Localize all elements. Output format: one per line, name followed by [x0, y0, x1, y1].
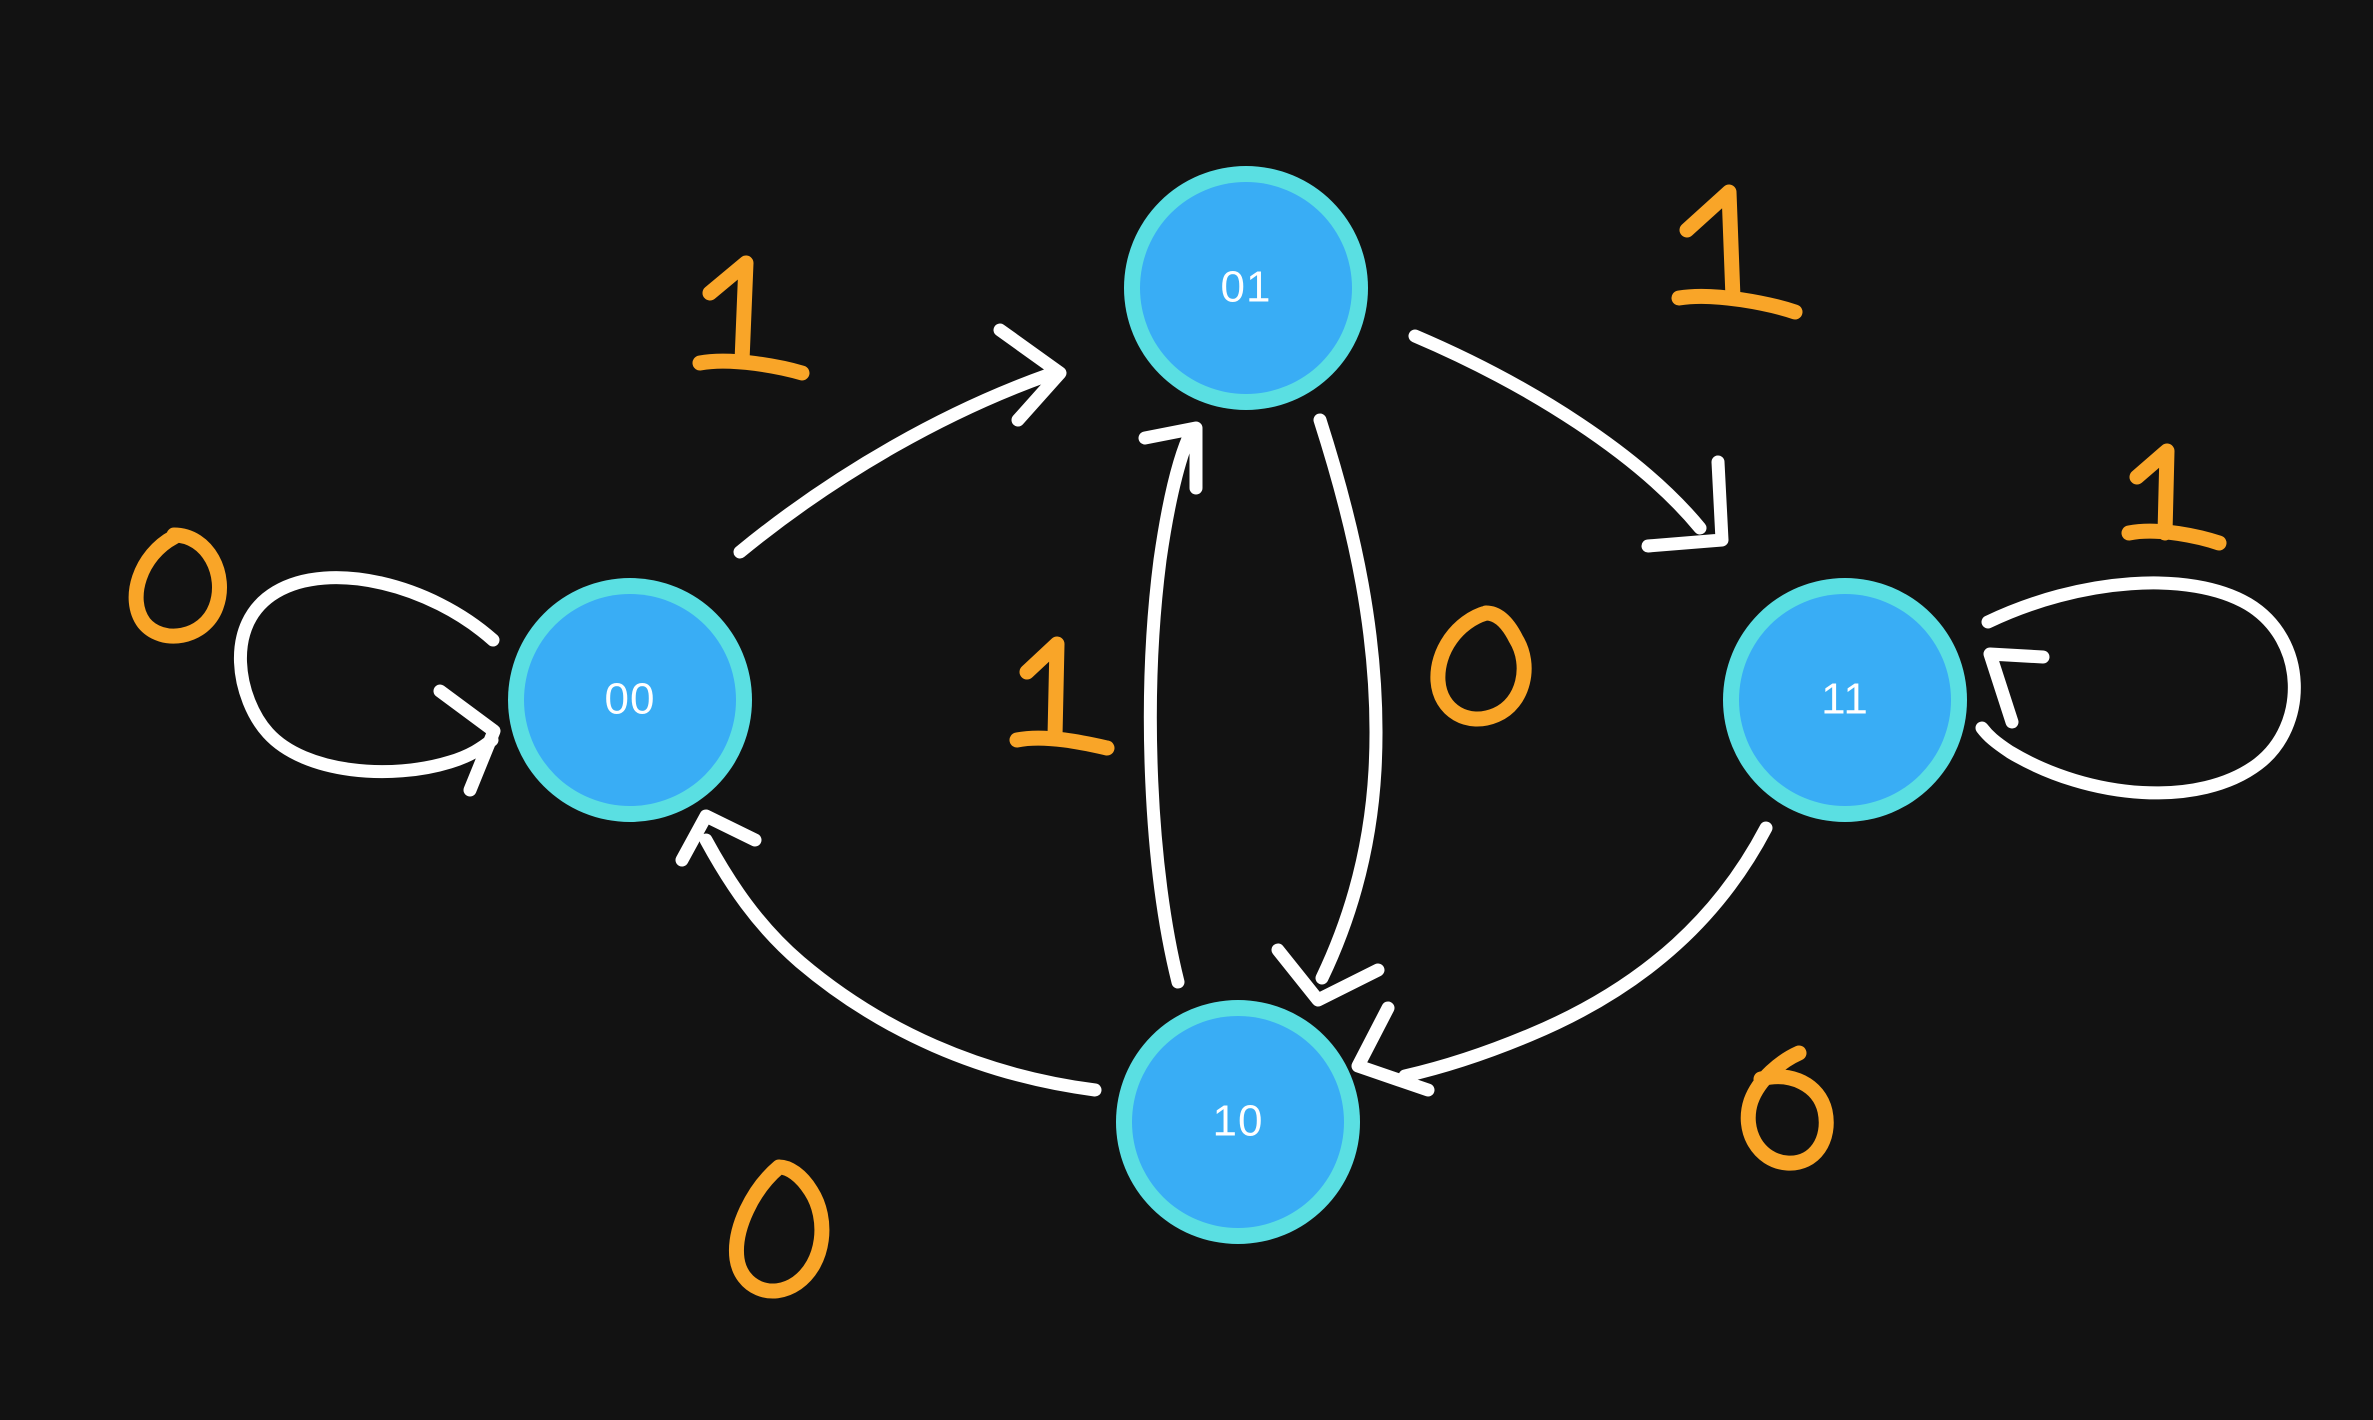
- edge-11-to-11[interactable]: [1975, 576, 2301, 800]
- node-label-00: 00: [605, 675, 656, 724]
- edge-path-11-10: [1398, 821, 1773, 1083]
- arrowhead-00-01: [993, 323, 1067, 427]
- node-circle-00: [524, 594, 736, 806]
- node-01[interactable]: 01: [1124, 166, 1368, 410]
- glyph-one-stem: [1679, 184, 1741, 306]
- glyph-zero: [729, 1159, 830, 1299]
- edge-path-00-01: [733, 368, 1055, 559]
- glyph-zero: [128, 527, 227, 644]
- arrowhead-01-11: [1641, 455, 1729, 553]
- edge-00-to-00[interactable]: [234, 571, 501, 797]
- arrowhead-11-10: [1351, 1001, 1435, 1097]
- edge-path-01-10: [1313, 413, 1383, 985]
- node-10[interactable]: 10: [1116, 1000, 1360, 1244]
- edge-label-11-10: [1740, 1045, 1834, 1171]
- edge-01-to-10[interactable]: [1271, 413, 1385, 1007]
- edge-path-01-11: [1408, 329, 1707, 535]
- arrowhead-00-loop: [433, 684, 501, 797]
- edge-10-to-00[interactable]: [675, 809, 1102, 1097]
- edge-01-to-11[interactable]: [1408, 329, 1729, 553]
- edge-path-10-01: [1143, 423, 1199, 989]
- edge-11-to-10[interactable]: [1351, 821, 1773, 1097]
- edge-label-10-01: [1009, 636, 1115, 756]
- glyph-one-stem: [1019, 636, 1065, 744]
- edge-10-to-01[interactable]: [1138, 421, 1203, 989]
- node-00[interactable]: 00: [508, 578, 752, 822]
- glyph-one-base: [1009, 730, 1115, 756]
- edge-label-loop-11: [2121, 443, 2227, 551]
- node-11[interactable]: 11: [1723, 578, 1967, 822]
- edge-label-10-00: [729, 1159, 830, 1299]
- glyph-one-stem: [2129, 443, 2175, 541]
- node-circle-11: [1739, 594, 1951, 806]
- arrowhead-01-10: [1271, 943, 1385, 1007]
- self-loop-path-00: [234, 571, 500, 779]
- node-label-10: 10: [1213, 1097, 1264, 1146]
- glyph-zero-tail: [1740, 1045, 1834, 1171]
- arrowhead-10-01: [1138, 421, 1203, 495]
- glyph-one-stem: [702, 255, 754, 369]
- node-circle-10: [1132, 1016, 1344, 1228]
- glyph-zero: [1430, 605, 1532, 727]
- glyph-one-base: [2121, 523, 2227, 551]
- edge-path-10-00: [699, 833, 1102, 1097]
- edge-label-00-01: [692, 255, 810, 381]
- node-circle-01: [1140, 182, 1352, 394]
- arrowhead-11-loop: [1983, 647, 2050, 729]
- edge-00-to-01[interactable]: [733, 323, 1067, 559]
- arrowhead-10-00: [675, 809, 762, 867]
- edge-label-01-10: [1430, 605, 1532, 727]
- self-loop-path-11: [1975, 576, 2301, 800]
- node-label-11: 11: [1821, 675, 1869, 724]
- edge-label-01-11: [1671, 184, 1803, 320]
- glyph-one-base: [1671, 288, 1803, 320]
- edge-label-loop-00: [128, 527, 227, 644]
- node-label-01: 01: [1221, 263, 1272, 312]
- glyph-one-base: [692, 353, 810, 381]
